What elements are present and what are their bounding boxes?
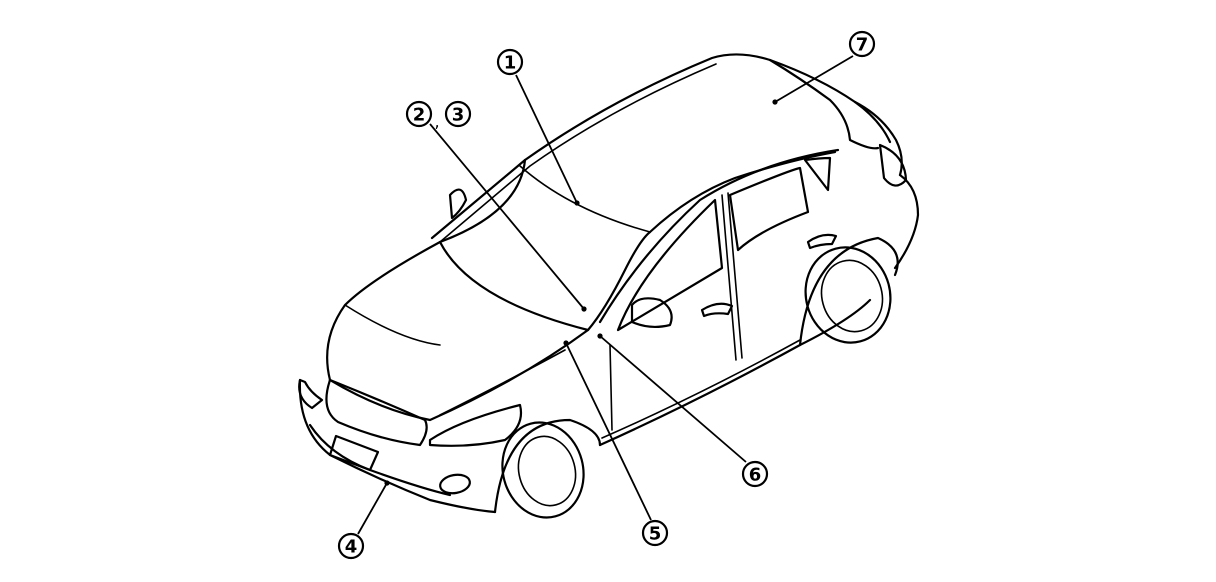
callout-1-label: 1 [504,53,517,74]
leader-6 [599,335,747,463]
callout-4-label: 4 [345,537,358,558]
callout-2-label: 2 [413,105,426,126]
callout-1: 1 [496,48,524,76]
callout-5-label: 5 [649,524,662,545]
target-dot-5 [563,340,569,346]
callout-6-label: 6 [749,465,762,486]
callout-7-label: 7 [856,35,869,56]
callouts: 1 2 , 3 4 5 6 7 [337,30,876,560]
leader-7 [774,55,854,103]
callout-4: 4 [337,532,365,560]
callout-separator: , [434,112,439,131]
target-dot-2-3 [581,306,587,312]
suv-outline [298,53,920,519]
callout-3: 3 [444,100,472,128]
callout-3-label: 3 [452,105,465,126]
leader-2-3 [429,123,585,310]
target-dot-7 [772,99,778,105]
callout-5: 5 [641,519,669,547]
leader-lines [357,55,854,535]
leader-4 [357,482,388,535]
leader-5 [565,342,652,521]
target-dot-6 [597,333,603,339]
leader-1 [515,74,578,204]
callout-7: 7 [848,30,876,58]
callout-6: 6 [741,460,769,488]
target-dot-1 [574,200,580,206]
callout-2: 2 [405,100,433,128]
target-dot-4 [384,480,390,486]
